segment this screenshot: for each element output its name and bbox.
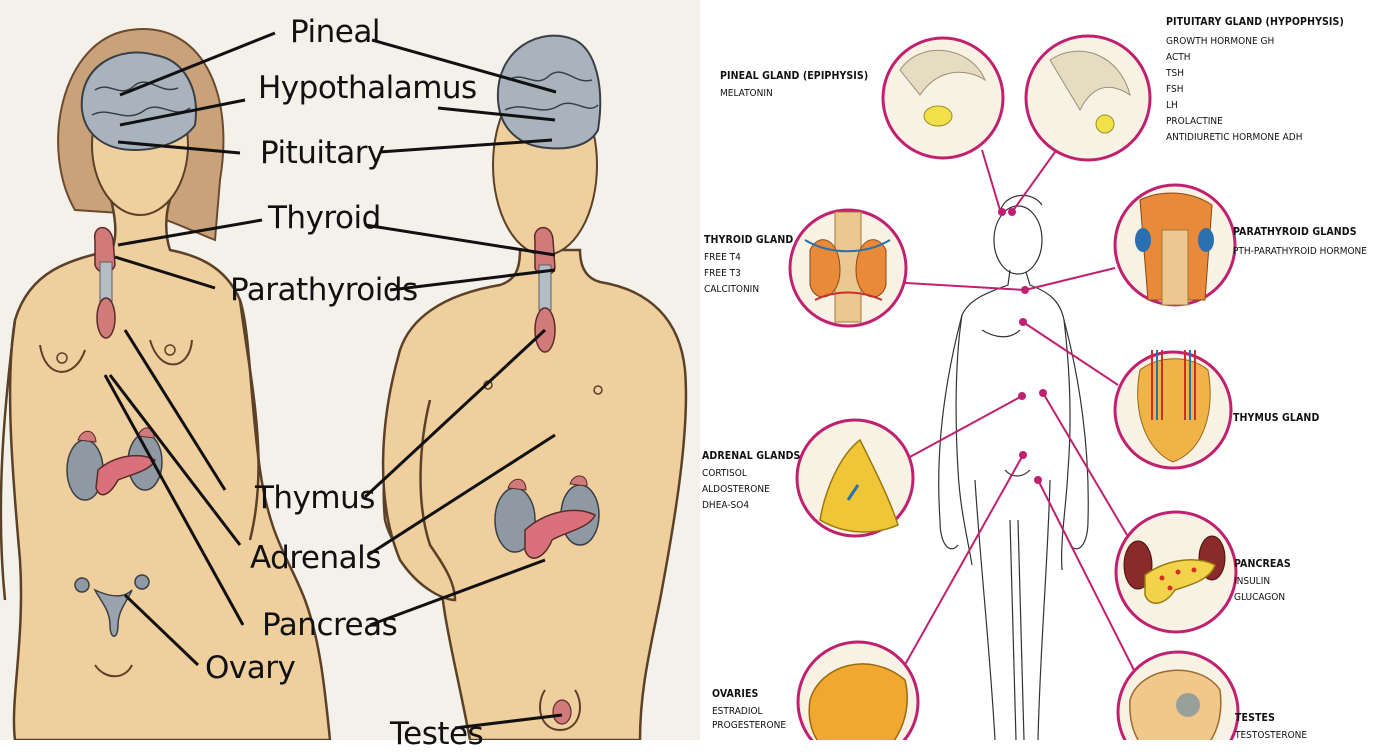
ovaries-hormone: PROGESTERONE [712, 720, 786, 732]
pituitary-gland-label: PITUITARY GLAND (HYPOPHYSIS) GROWTH HORM… [1166, 16, 1344, 144]
right-diagram-panel: PINEAL GLAND (EPIPHYSIS) MELATONIN PITUI… [700, 0, 1399, 740]
adrenal-hormone: DHEA-SO4 [702, 500, 800, 512]
testes-title: TESTES [1235, 712, 1307, 724]
pituitary-hormone: TSH [1166, 68, 1344, 80]
pineal-gland-title: PINEAL GLAND (EPIPHYSIS) [720, 70, 868, 82]
man-brain [498, 36, 600, 149]
pituitary-gland-title: PITUITARY GLAND (HYPOPHYSIS) [1166, 16, 1344, 28]
label-thyroid: Thyroid [268, 200, 381, 236]
adrenal-glands-title: ADRENAL GLANDS [702, 450, 800, 462]
parathyroid-glands-label: PARATHYROID GLANDS PTH-PARATHYROID HORMO… [1233, 226, 1367, 258]
pancreas-title: PANCREAS [1234, 558, 1291, 570]
outline-figure [939, 195, 1089, 740]
circle-adrenal [797, 420, 913, 536]
woman-brain [82, 52, 196, 150]
circle-pineal [883, 38, 1003, 158]
testes-hormone: TESTOSTERONE [1235, 730, 1307, 742]
thymus-gland-label: THYMUS GLAND [1233, 412, 1319, 424]
circle-pancreas [1116, 512, 1236, 632]
parathyroid-glands-title: PARATHYROID GLANDS [1233, 226, 1367, 238]
ovaries-label: OVARIES ESTRADIOL PROGESTERONE [712, 688, 786, 732]
adrenal-hormone: ALDOSTERONE [702, 484, 800, 496]
parathyroid-hormone: PTH-PARATHYROID HORMONE [1233, 246, 1367, 258]
pituitary-hormone: FSH [1166, 84, 1344, 96]
label-adrenals: Adrenals [250, 540, 381, 576]
label-pineal: Pineal [290, 14, 380, 50]
circle-parathyroid [1115, 185, 1235, 305]
label-thymus: Thymus [255, 480, 375, 516]
woman-ovary-right [135, 575, 149, 589]
thyroid-hormone: CALCITONIN [704, 284, 793, 296]
circle-ovaries [798, 642, 918, 740]
pituitary-hormone: GROWTH HORMONE GH [1166, 36, 1344, 48]
woman-ovary-left [75, 578, 89, 592]
pineal-gland-label: PINEAL GLAND (EPIPHYSIS) MELATONIN [720, 70, 868, 100]
circle-pituitary [1026, 36, 1150, 160]
woman-thymus [97, 298, 115, 338]
circle-thymus [1115, 350, 1231, 468]
thyroid-gland-label: THYROID GLAND FREE T4 FREE T3 CALCITONIN [704, 234, 793, 296]
thymus-gland-title: THYMUS GLAND [1233, 412, 1319, 424]
testes-label: TESTES TESTOSTERONE [1235, 712, 1307, 742]
label-hypothalamus: Hypothalamus [258, 70, 477, 106]
label-ovary: Ovary [205, 650, 295, 686]
ovaries-title: OVARIES [712, 688, 786, 700]
ovaries-hormone: ESTRADIOL [712, 706, 786, 718]
label-pituitary: Pituitary [260, 135, 385, 171]
label-pancreas: Pancreas [262, 607, 397, 643]
thyroid-hormone: FREE T3 [704, 268, 793, 280]
pancreas-label: PANCREAS INSULIN GLUCAGON [1234, 558, 1291, 604]
pituitary-hormone: ANTIDIURETIC HORMONE ADH [1166, 132, 1344, 144]
left-diagram-panel: Pineal Hypothalamus Pituitary Thyroid Pa… [0, 0, 700, 740]
pancreas-hormone: INSULIN [1234, 576, 1291, 588]
pituitary-hormone: PROLACTINE [1166, 116, 1344, 128]
label-parathyroids: Parathyroids [230, 272, 418, 308]
circle-testes [1118, 652, 1238, 740]
pituitary-hormone: ACTH [1166, 52, 1344, 64]
adrenal-glands-label: ADRENAL GLANDS CORTISOL ALDOSTERONE DHEA… [702, 450, 800, 512]
thyroid-hormone: FREE T4 [704, 252, 793, 264]
circle-thyroid [790, 210, 906, 326]
pancreas-hormone: GLUCAGON [1234, 592, 1291, 604]
pineal-hormone: MELATONIN [720, 88, 868, 100]
adrenal-hormone: CORTISOL [702, 468, 800, 480]
thyroid-gland-title: THYROID GLAND [704, 234, 793, 246]
label-testes: Testes [390, 716, 483, 752]
pituitary-hormone: LH [1166, 100, 1344, 112]
man-testis [553, 700, 571, 724]
